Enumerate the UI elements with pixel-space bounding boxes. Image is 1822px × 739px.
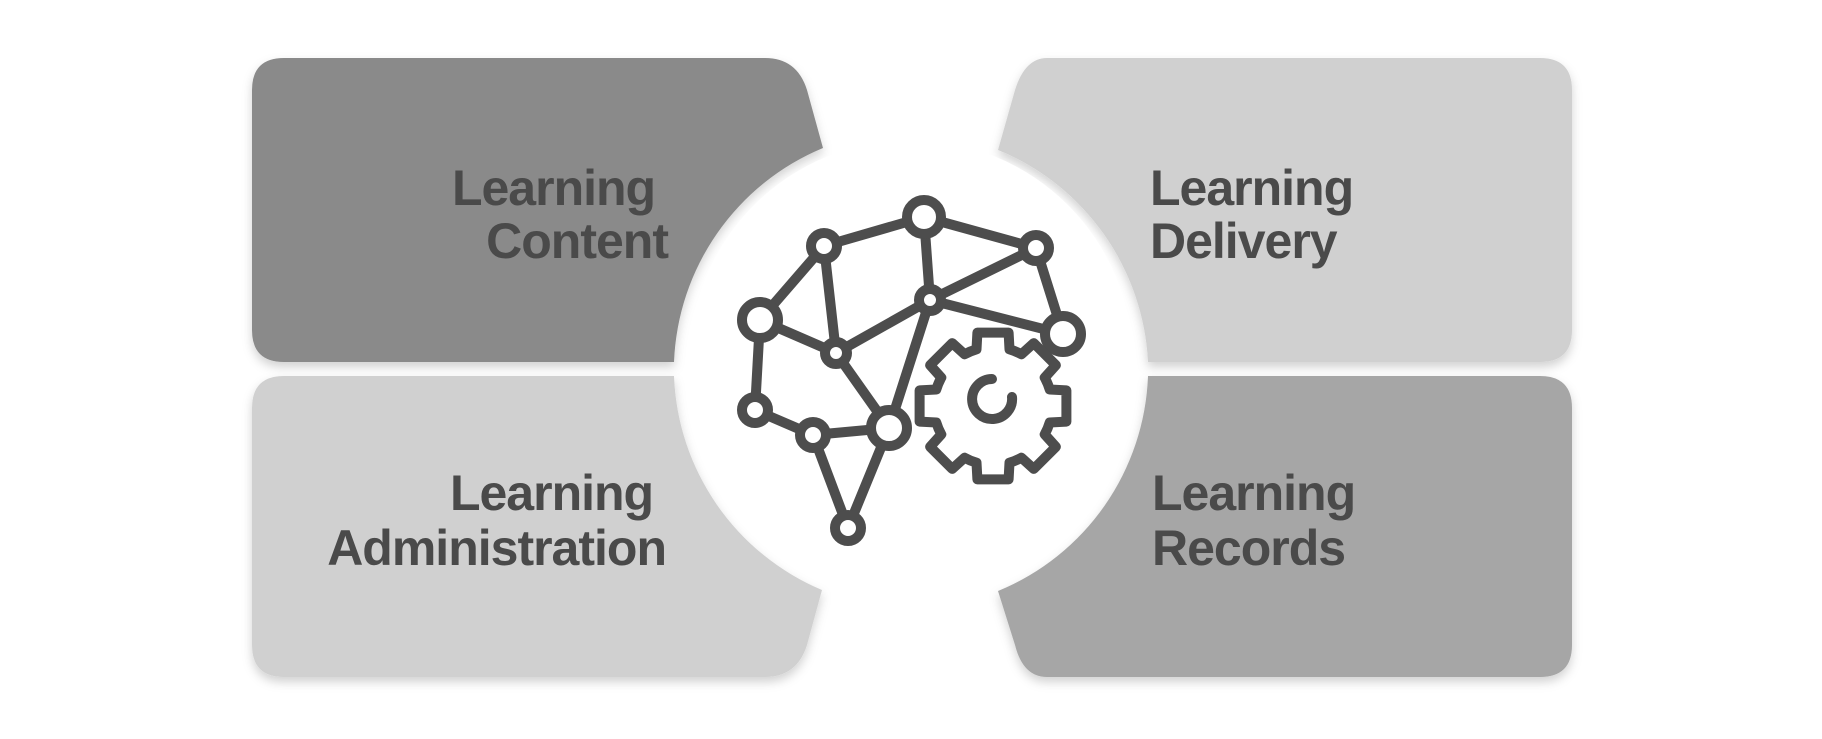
label-line: Learning <box>1152 465 1355 521</box>
label-line: Learning <box>452 160 655 216</box>
label-learning-records: Learning Records <box>1152 465 1368 576</box>
network-node <box>902 195 946 239</box>
quadrant-top-left <box>252 58 823 362</box>
network-node <box>737 392 773 428</box>
gear-inner-arc <box>967 374 1018 424</box>
network-node <box>820 337 852 369</box>
network-node <box>806 228 842 264</box>
network-node <box>737 297 783 343</box>
quadrant-top-right <box>998 58 1572 362</box>
network-node <box>914 284 946 316</box>
label-learning-administration: Learning Administration <box>327 465 666 576</box>
network-nodes <box>737 195 1086 546</box>
gear-icon <box>914 327 1072 485</box>
network-node <box>795 417 831 453</box>
brain-network-gear-icon <box>737 195 1086 546</box>
network-node <box>866 405 912 451</box>
quadrant-bottom-left <box>252 376 822 677</box>
network-node <box>830 510 866 546</box>
label-line: Delivery <box>1150 213 1338 269</box>
label-line: Records <box>1152 520 1345 576</box>
quadrant-bottom-right <box>998 376 1572 677</box>
network-node <box>1018 230 1054 266</box>
label-learning-content: Learning Content <box>452 160 669 269</box>
label-line: Content <box>486 213 669 269</box>
label-line: Learning <box>450 465 653 521</box>
label-learning-delivery: Learning Delivery <box>1150 160 1366 269</box>
label-line: Learning <box>1150 160 1353 216</box>
label-line: Administration <box>327 520 666 576</box>
network-node <box>1040 311 1086 357</box>
